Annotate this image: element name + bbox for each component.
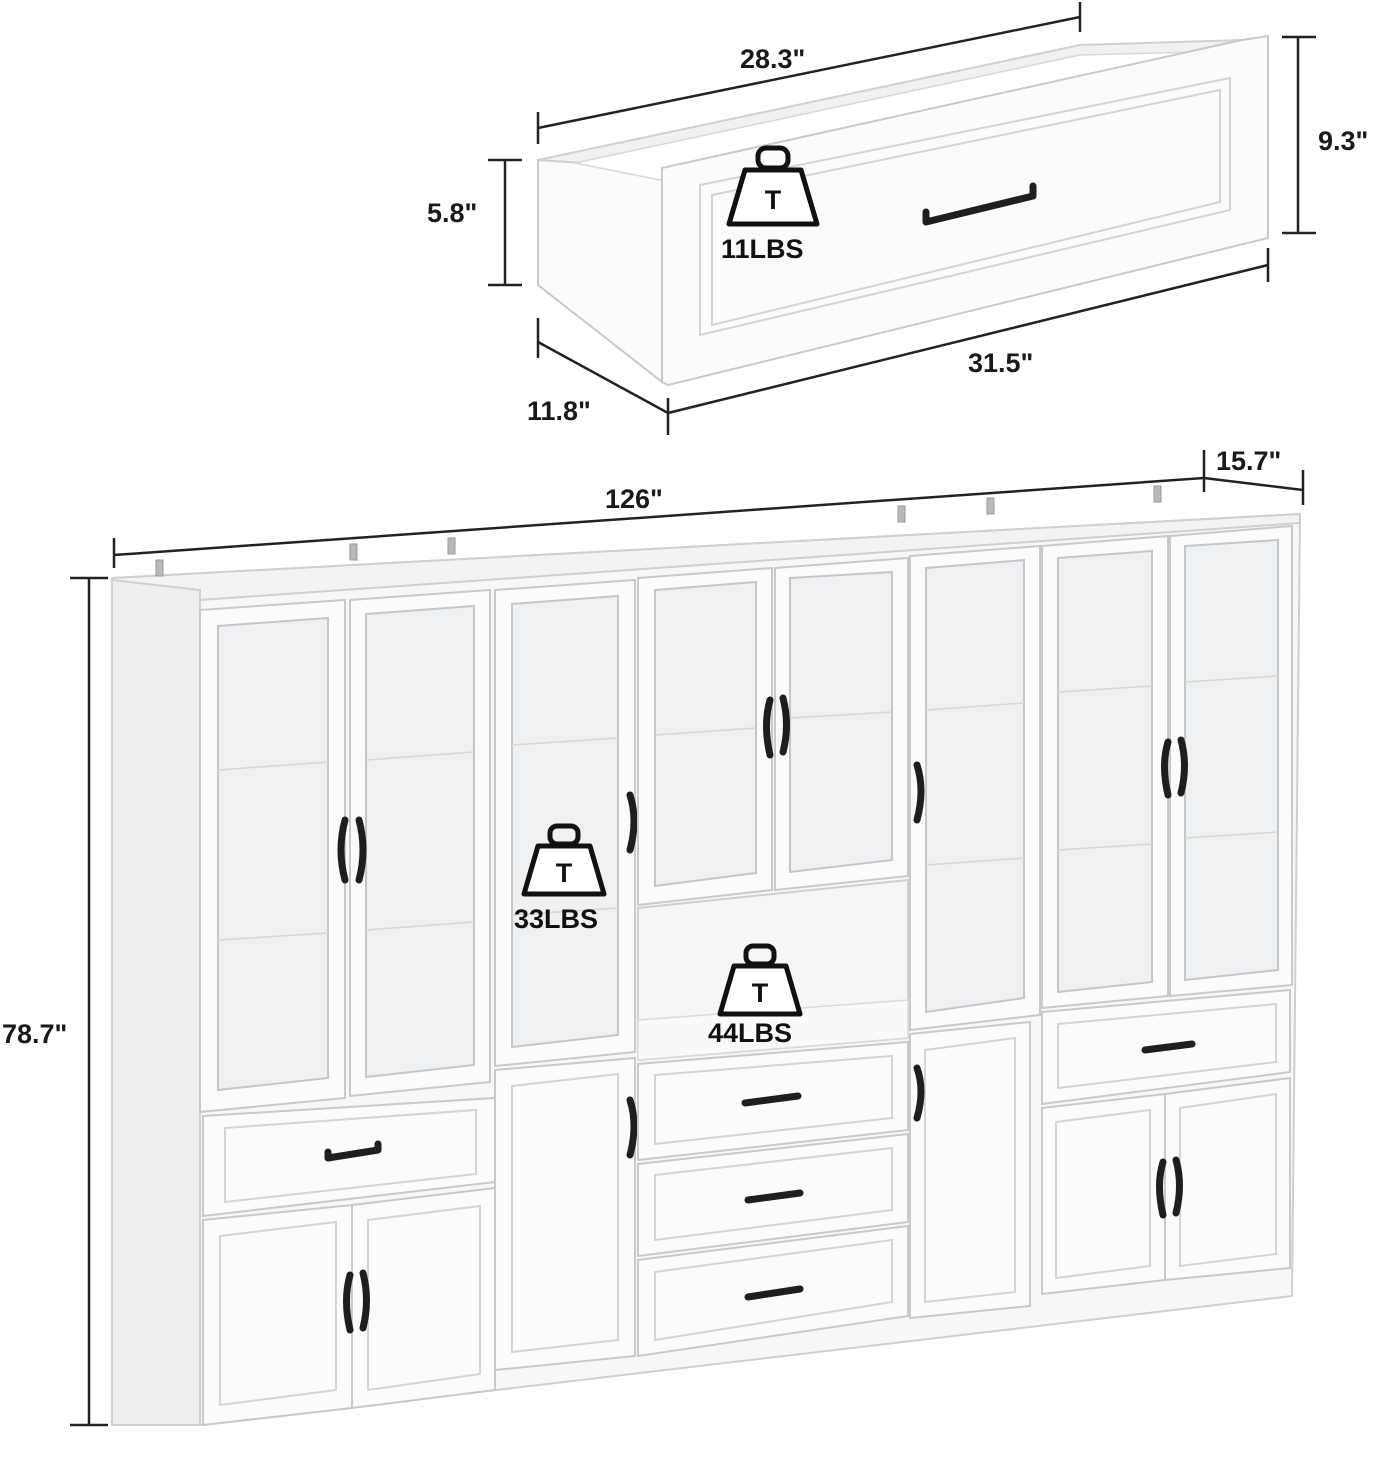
drawer-dimensions: 28.3" 9.3" 5.8" 31.5" 11.8" (427, 2, 1368, 435)
drawer-handle (922, 182, 1037, 226)
drawer-load-badge: T 11LBS (721, 145, 820, 264)
right-tall-glass-door (909, 544, 1041, 1032)
drawer-back-width-label: 28.3" (740, 44, 805, 74)
center-drawers (637, 1040, 909, 1358)
drawer-front-height-label: 9.3" (1318, 126, 1368, 156)
open-shelf-load-badge: T 44LBS (708, 943, 803, 1048)
left-glass-door-2 (349, 588, 491, 1098)
right-drawer (1041, 988, 1291, 1106)
weight-glyph: T (752, 978, 769, 1008)
wall-hooks (155, 485, 1162, 577)
drawer-side-height-label: 5.8" (427, 198, 477, 228)
cabinet-dimensions: 126" 15.7" 78.7" (2, 446, 1305, 1427)
drawer-illustration (537, 34, 1269, 387)
left-door-handles (337, 816, 367, 884)
shelf-load-badge: T 33LBS (514, 823, 607, 934)
left-lower-doors (202, 1186, 496, 1427)
cabinet-width-label: 126" (605, 484, 663, 514)
tall-glass-door (494, 578, 638, 1068)
cabinet-height-label: 78.7" (2, 1019, 67, 1049)
right-glass-doors (1041, 524, 1293, 1010)
right-lower-doors (1041, 1076, 1291, 1296)
drawer-depth-label: 11.8" (527, 396, 591, 426)
cabinet-depth-label: 15.7" (1216, 446, 1281, 476)
weight-icon: T (521, 823, 607, 897)
shelf-load-label: 33LBS (514, 904, 598, 934)
left-glass-door (199, 598, 346, 1114)
open-shelf-load-label: 44LBS (708, 1018, 792, 1048)
weight-icon: T (726, 145, 820, 227)
right-tall-lower-door (909, 1020, 1031, 1320)
drawer-load-label: 11LBS (721, 234, 804, 264)
weight-icon: T (717, 943, 803, 1017)
drawer-front-width-label: 31.5" (968, 348, 1033, 378)
weight-glyph: T (556, 858, 573, 888)
cabinet-illustration (111, 485, 1302, 1427)
weight-glyph: T (765, 185, 782, 215)
tall-lower-door (494, 1056, 638, 1372)
center-glass-doors (637, 556, 909, 907)
